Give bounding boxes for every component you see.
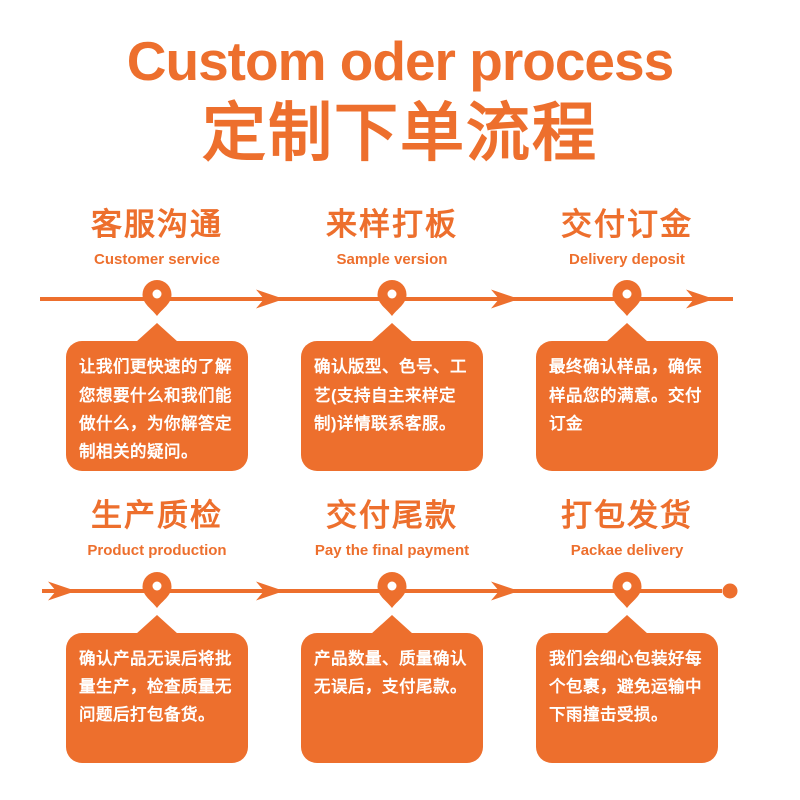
timeline-row-1: [40, 280, 733, 317]
process-row-2: 生产质检 Product production 交付尾款 Pay the fin…: [0, 497, 800, 763]
flow-end-dot: [722, 583, 738, 599]
step-description: 我们会细心包装好每个包裹，避免运输中下雨撞击受损。: [549, 649, 702, 725]
step-heading-final-payment: 交付尾款 Pay the final payment: [301, 497, 483, 560]
step-title-en: Customer service: [94, 250, 220, 268]
step-heading-sample-version: 来样打板 Sample version: [301, 206, 483, 269]
step-title-cn: 生产质检: [91, 498, 223, 534]
step-description: 产品数量、质量确认无误后，支付尾款。: [314, 649, 467, 696]
step-title-en: Delivery deposit: [569, 250, 685, 268]
step-description: 最终确认样品，确保样品您的满意。交付订金: [549, 358, 702, 434]
step-title-en: Product production: [87, 542, 227, 560]
location-pin-icon: [377, 280, 407, 317]
step-description-bubble: 确认产品无误后将批量生产，检查质量无问题后打包备货。: [66, 632, 248, 763]
step-description-bubble: 产品数量、质量确认无误后，支付尾款。: [301, 632, 483, 763]
step-headings-row-2: 生产质检 Product production 交付尾款 Pay the fin…: [0, 497, 800, 560]
location-pin-icon: [377, 571, 407, 608]
step-description-bubble: 最终确认样品，确保样品您的满意。交付订金: [536, 341, 718, 472]
location-pin-icon: [612, 571, 642, 608]
step-title-en: Pay the final payment: [314, 542, 470, 560]
arrow-right-icon: [256, 289, 284, 309]
page-title-cn: 定制下单流程: [202, 97, 598, 170]
step-heading-product-production: 生产质检 Product production: [66, 497, 248, 560]
step-title-cn: 客服沟通: [91, 207, 223, 243]
step-title-en: Sample version: [336, 250, 448, 268]
step-description-bubble: 确认版型、色号、工艺(支持自主来样定制)详情联系客服。: [301, 341, 483, 472]
step-title-cn: 来样打板: [326, 207, 458, 243]
step-title-cn: 交付订金: [561, 207, 693, 243]
location-pin-icon: [142, 280, 172, 317]
step-description-bubble: 我们会细心包装好每个包裹，避免运输中下雨撞击受损。: [536, 632, 718, 763]
page-title-en: Custom oder process: [126, 30, 674, 92]
step-title-cn: 打包发货: [561, 498, 693, 534]
location-pin-icon: [612, 280, 642, 317]
process-row-1: 客服沟通 Customer service 来样打板 Sample versio…: [0, 206, 800, 472]
step-description: 确认产品无误后将批量生产，检查质量无问题后打包备货。: [79, 649, 232, 725]
step-description: 让我们更快速的了解您想要什么和我们能做什么，为你解答定制相关的疑问。: [79, 358, 232, 462]
location-pin-icon: [142, 571, 172, 608]
bubbles-row-2: 确认产品无误后将批量生产，检查质量无问题后打包备货。 产品数量、质量确认无误后，…: [0, 614, 800, 763]
poster: Custom oder process 定制下单流程 客服沟通 Customer…: [0, 30, 800, 800]
arrow-right-icon: [491, 289, 519, 309]
step-description: 确认版型、色号、工艺(支持自主来样定制)详情联系客服。: [314, 358, 467, 434]
arrow-right-icon: [256, 581, 284, 601]
step-title-en: Packae delivery: [570, 542, 684, 560]
arrow-right-icon: [686, 289, 714, 309]
arrow-right-icon: [491, 581, 519, 601]
step-title-cn: 交付尾款: [326, 498, 458, 534]
step-headings-row-1: 客服沟通 Customer service 来样打板 Sample versio…: [0, 206, 800, 269]
timeline-row-2: [42, 571, 738, 608]
step-description-bubble: 让我们更快速的了解您想要什么和我们能做什么，为你解答定制相关的疑问。: [66, 341, 248, 472]
step-heading-customer-service: 客服沟通 Customer service: [66, 206, 248, 269]
step-heading-delivery-deposit: 交付订金 Delivery deposit: [536, 206, 718, 269]
bubbles-row-1: 让我们更快速的了解您想要什么和我们能做什么，为你解答定制相关的疑问。 确认版型、…: [0, 322, 800, 472]
arrow-right-icon: [48, 581, 76, 601]
step-heading-package-delivery: 打包发货 Packae delivery: [536, 497, 718, 560]
